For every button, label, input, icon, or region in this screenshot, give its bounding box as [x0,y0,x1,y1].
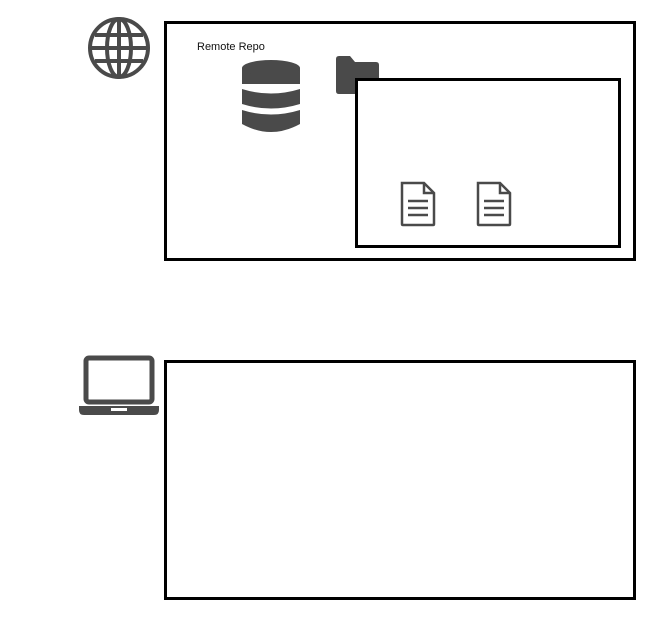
file-icon [475,180,513,228]
globe-icon [86,15,152,81]
laptop-icon [79,355,159,417]
remote-repo-label: Remote Repo [197,41,265,53]
database-icon [242,60,300,134]
local-repo-box [164,360,636,600]
file-icon [399,180,437,228]
